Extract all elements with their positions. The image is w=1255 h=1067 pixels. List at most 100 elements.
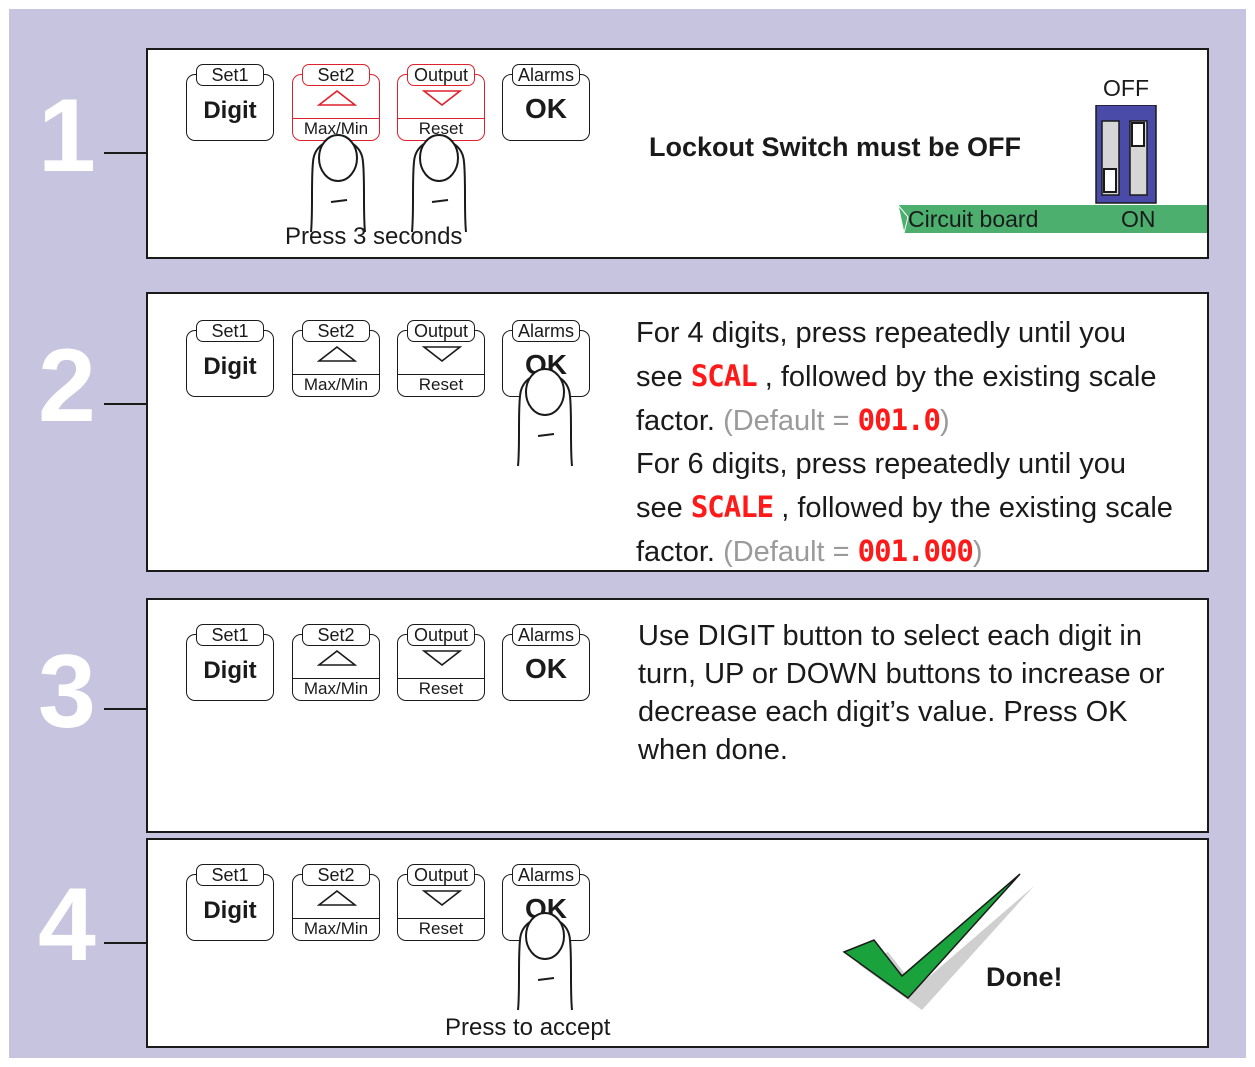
button-top-label: Set1 [196, 624, 264, 646]
text-fragment: factor. [636, 405, 715, 437]
step-number: 3 [38, 634, 96, 750]
button-top-label: Set1 [196, 864, 264, 886]
leader-line [104, 708, 147, 710]
leader-line [104, 403, 147, 405]
dip-switch-icon [897, 105, 1207, 234]
done-label: Done! [986, 962, 1063, 992]
display-code: 001.0 [857, 403, 941, 437]
button-top-label: Output [407, 64, 475, 86]
button-top-label: Set2 [302, 64, 370, 86]
button-main-label: OK [525, 93, 567, 124]
button-top-label: Output [407, 624, 475, 646]
up-button[interactable]: Set2 Max/Min [292, 864, 380, 941]
instruction-text: For 4 digits, press repeatedly until you… [636, 312, 1173, 574]
leader-line [104, 152, 147, 154]
finger-icon [310, 134, 366, 233]
step-panel-2: Set1 Digit Set2 Max/Min Output Reset Ala… [146, 292, 1209, 572]
button-main-label: Digit [203, 353, 257, 380]
press-caption: Press to accept [445, 1014, 611, 1041]
text-fragment: see [636, 492, 683, 524]
circuit-board-label: Circuit board [908, 206, 1039, 232]
button-top-label: Alarms [512, 64, 580, 86]
button-top-label: Set2 [302, 864, 370, 886]
text-line: turn, UP or DOWN buttons to increase or [638, 658, 1165, 690]
down-arrow-icon [422, 890, 462, 907]
button-bottom-label: Reset [398, 678, 484, 700]
lockout-instruction: Lockout Switch must be OFF [649, 132, 1022, 162]
digit-button[interactable]: Set1 Digit [186, 320, 274, 397]
text-fragment: see [636, 361, 683, 393]
step-number: 2 [38, 328, 96, 444]
finger-icon [411, 134, 467, 233]
down-arrow-icon [422, 90, 462, 107]
down-arrow-icon [422, 650, 462, 667]
button-bottom-label: Reset [398, 918, 484, 940]
instruction-text: Use DIGIT button to select each digit in… [638, 617, 1165, 769]
ok-button[interactable]: Alarms OK [502, 624, 590, 701]
step-number: 1 [38, 78, 96, 194]
button-top-label: Set2 [302, 320, 370, 342]
down-arrow-icon [422, 346, 462, 363]
button-top-label: Alarms [512, 624, 580, 646]
default-label: (Default = [723, 536, 858, 568]
step-number: 4 [38, 867, 96, 983]
down-button[interactable]: Output Reset [397, 320, 485, 397]
press-caption: Press 3 seconds [285, 223, 463, 250]
text-line: factor. (Default = 001.0) [636, 399, 1173, 443]
display-code: SCALE [690, 490, 774, 524]
text-line: For 6 digits, press repeatedly until you [636, 448, 1127, 480]
text-fragment: , followed by the existing scale [781, 492, 1173, 524]
button-top-label: Output [407, 864, 475, 886]
button-bottom-label: Reset [398, 374, 484, 396]
default-label: (Default = [723, 405, 858, 437]
up-button[interactable]: Set2 Max/Min [292, 320, 380, 397]
button-bottom-label: Max/Min [293, 918, 379, 940]
down-button[interactable]: Output Reset [397, 864, 485, 941]
button-bottom-label: Max/Min [293, 374, 379, 396]
digit-button[interactable]: Set1 Digit [186, 64, 274, 141]
button-top-label: Set2 [302, 624, 370, 646]
up-button[interactable]: Set2 Max/Min [292, 624, 380, 701]
finger-icon [517, 912, 573, 1011]
up-button[interactable]: Set2 Max/Min [292, 64, 380, 141]
text-line: decrease each digit’s value. Press OK [638, 696, 1128, 728]
text-line: For 4 digits, press repeatedly until you [636, 317, 1127, 349]
down-button[interactable]: Output Reset [397, 64, 485, 141]
finger-icon [517, 368, 573, 467]
button-main-label: Digit [203, 97, 257, 124]
display-code: SCAL [690, 359, 758, 393]
down-button[interactable]: Output Reset [397, 624, 485, 701]
button-top-label: Alarms [512, 864, 580, 886]
up-arrow-icon [317, 89, 357, 106]
text-fragment: ) [939, 405, 950, 437]
button-main-label: Digit [203, 657, 257, 684]
switch-off-label: OFF [1103, 75, 1149, 101]
digit-button[interactable]: Set1 Digit [186, 624, 274, 701]
leader-line [104, 942, 147, 944]
ok-button[interactable]: Alarms OK [502, 64, 590, 141]
checkmark-icon [842, 873, 1034, 1010]
text-line: Use DIGIT button to select each digit in [638, 620, 1143, 652]
up-arrow-icon [317, 345, 357, 362]
text-line: when done. [638, 734, 788, 766]
display-code: 001.000 [857, 534, 974, 568]
digit-button[interactable]: Set1 Digit [186, 864, 274, 941]
text-fragment: ) [972, 536, 983, 568]
up-arrow-icon [317, 889, 357, 906]
button-top-label: Output [407, 320, 475, 342]
step-panel-4: Set1 Digit Set2 Max/Min Output Reset Ala… [146, 838, 1209, 1048]
button-main-label: OK [525, 653, 567, 684]
button-bottom-label: Max/Min [293, 678, 379, 700]
up-arrow-icon [317, 649, 357, 666]
text-line: see SCALE , followed by the existing sca… [636, 486, 1173, 530]
button-bottom-label: Max/Min [293, 118, 379, 140]
button-top-label: Alarms [512, 320, 580, 342]
button-top-label: Set1 [196, 64, 264, 86]
text-line: factor. (Default = 001.000) [636, 530, 1173, 574]
step-panel-3: Set1 Digit Set2 Max/Min Output Reset Ala… [146, 598, 1209, 833]
button-main-label: Digit [203, 897, 257, 924]
step-panel-1: Set1 Digit Set2 Max/Min Output Reset Ala… [146, 48, 1209, 259]
switch-on-label: ON [1121, 206, 1156, 232]
button-bottom-label: Reset [398, 118, 484, 140]
text-fragment: factor. [636, 536, 715, 568]
